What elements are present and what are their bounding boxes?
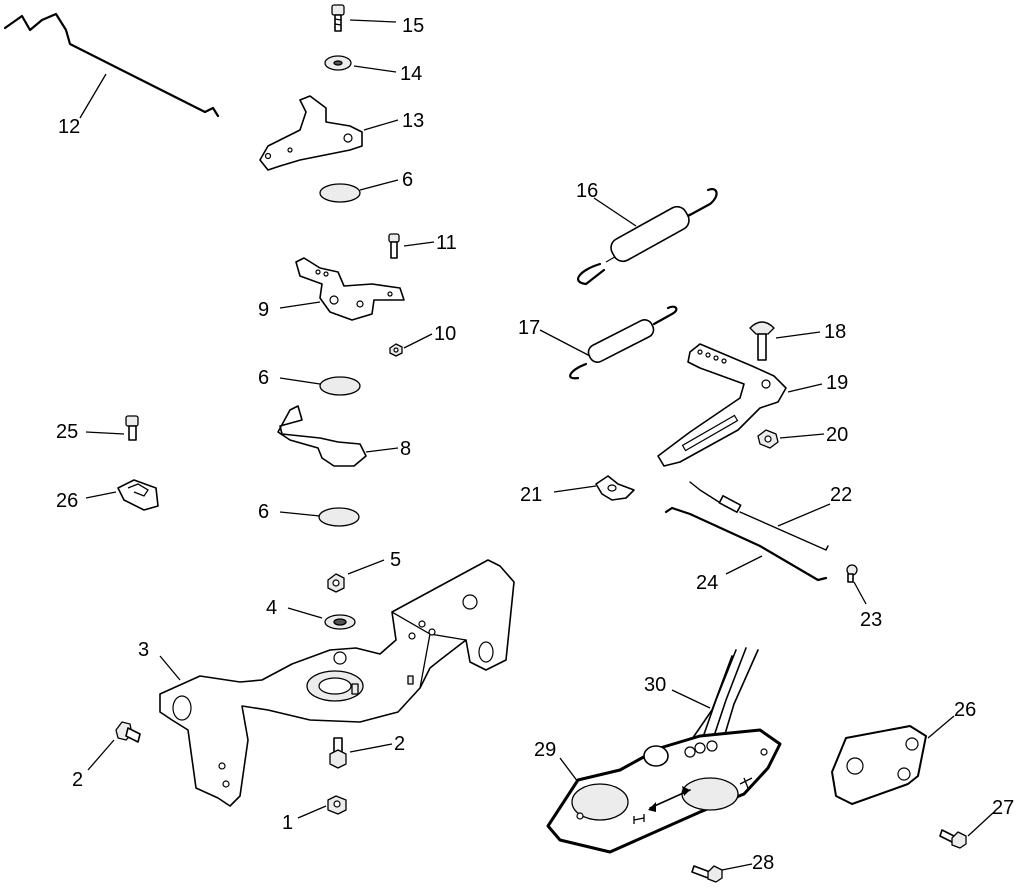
part-20-clip bbox=[595, 475, 635, 501]
callout-30: 30 bbox=[644, 674, 666, 696]
part-14-screw bbox=[331, 4, 345, 32]
part-30-cables bbox=[689, 647, 759, 745]
part-7-lever bbox=[277, 405, 367, 467]
callout-9: 10 bbox=[434, 323, 456, 345]
callout-6-middle: 6 bbox=[258, 367, 269, 389]
leader-lines bbox=[79, 19, 995, 871]
callout-24: 25 bbox=[56, 421, 78, 443]
callout-15: 16 bbox=[576, 180, 598, 202]
callout-12: 13 bbox=[402, 110, 424, 132]
callout-21: 22 bbox=[830, 484, 852, 506]
part-1-nut bbox=[327, 795, 347, 815]
part-6-washer-middle bbox=[319, 376, 361, 396]
callout-8: 9 bbox=[258, 299, 269, 321]
callout-16: 17 bbox=[518, 317, 540, 339]
callout-10: 11 bbox=[436, 232, 457, 254]
part-6-washer-upper bbox=[319, 183, 361, 203]
part-9-nut bbox=[389, 343, 403, 357]
callout-labels: 15 14 13 12 6 11 9 10 6 8 6 5 4 3 2 2 1 … bbox=[56, 15, 1014, 874]
part-22-screw bbox=[846, 564, 858, 583]
callout-5: 5 bbox=[390, 549, 401, 571]
callout-2-left: 2 bbox=[72, 769, 83, 791]
part-15-spring bbox=[577, 188, 718, 286]
callout-7: 8 bbox=[400, 438, 411, 460]
callout-14: 15 bbox=[402, 15, 424, 37]
callout-1: 1 bbox=[282, 812, 293, 834]
part-23-rod bbox=[664, 506, 828, 582]
part-18-bracket bbox=[657, 343, 787, 467]
callout-13: 14 bbox=[400, 63, 422, 85]
part-13-washer bbox=[324, 55, 352, 71]
callout-2-right: 2 bbox=[394, 733, 405, 755]
part-25-clip bbox=[117, 479, 159, 511]
part-10-screw bbox=[388, 233, 400, 259]
callout-17: 18 bbox=[824, 321, 846, 343]
part-24-screw bbox=[125, 415, 139, 441]
part-3-control-bracket bbox=[159, 559, 515, 807]
part-8-speed-lever bbox=[295, 257, 405, 321]
part-2-screw-right bbox=[329, 737, 347, 769]
part-21-cable bbox=[689, 481, 829, 551]
callout-23: 24 bbox=[696, 572, 718, 594]
part-6-washer-lower bbox=[318, 507, 360, 527]
callout-29: 29 bbox=[534, 739, 556, 761]
callout-22: 23 bbox=[860, 609, 882, 631]
callout-4: 4 bbox=[266, 597, 277, 619]
callout-11: 12 bbox=[58, 116, 80, 138]
callout-28: 28 bbox=[752, 852, 774, 874]
callout-26: 26 bbox=[954, 699, 976, 721]
callout-18: 19 bbox=[826, 372, 848, 394]
callout-20: 21 bbox=[520, 484, 542, 506]
callout-6-upper: 6 bbox=[402, 169, 413, 191]
callout-27: 27 bbox=[992, 797, 1014, 819]
part-4-washer bbox=[324, 614, 356, 630]
part-26-plate bbox=[831, 725, 927, 805]
part-12-throttle-lever bbox=[259, 95, 363, 171]
part-29-control-panel bbox=[546, 728, 782, 854]
callout-6-lower: 6 bbox=[258, 501, 269, 523]
part-17-bolt bbox=[749, 321, 775, 361]
part-19-nut bbox=[757, 429, 779, 449]
callout-3: 3 bbox=[138, 639, 149, 661]
part-2-screw-left bbox=[115, 721, 141, 743]
part-16-spring bbox=[569, 305, 678, 380]
callout-19: 20 bbox=[826, 424, 848, 446]
part-27-screw bbox=[939, 829, 967, 849]
part-28-screw bbox=[691, 865, 723, 883]
part-11-link-rod bbox=[3, 12, 220, 118]
part-5-nut bbox=[327, 573, 345, 593]
callout-25: 26 bbox=[56, 490, 78, 512]
